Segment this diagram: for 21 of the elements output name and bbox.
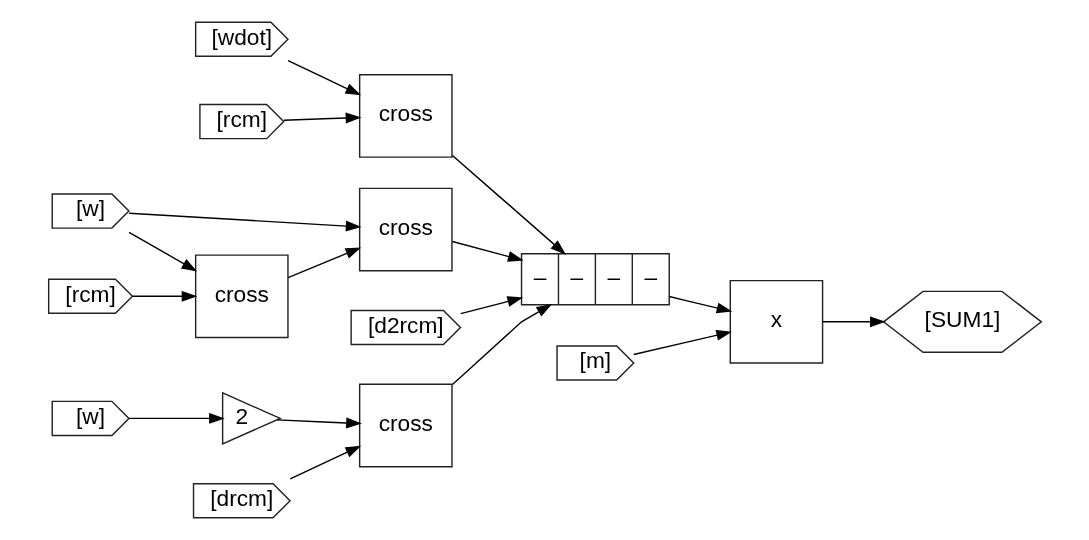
arrow <box>459 296 523 315</box>
arrow <box>451 154 566 255</box>
arrow <box>451 303 552 386</box>
arrow <box>127 412 225 424</box>
arrow <box>282 112 361 124</box>
arrow <box>451 240 524 262</box>
arrow <box>289 445 361 480</box>
node-box: cross <box>358 187 453 272</box>
arrow <box>668 295 732 314</box>
arrow <box>821 316 886 328</box>
node-box: cross <box>358 383 453 468</box>
arrow <box>275 417 362 429</box>
arrow <box>286 247 361 279</box>
arrow <box>632 329 732 356</box>
node-box: cross <box>358 74 453 158</box>
node-box: x <box>729 279 823 364</box>
arrow <box>127 212 361 232</box>
arrow <box>131 290 197 302</box>
arrow <box>127 231 197 272</box>
node-box: cross <box>194 254 289 339</box>
arrow <box>286 59 361 96</box>
